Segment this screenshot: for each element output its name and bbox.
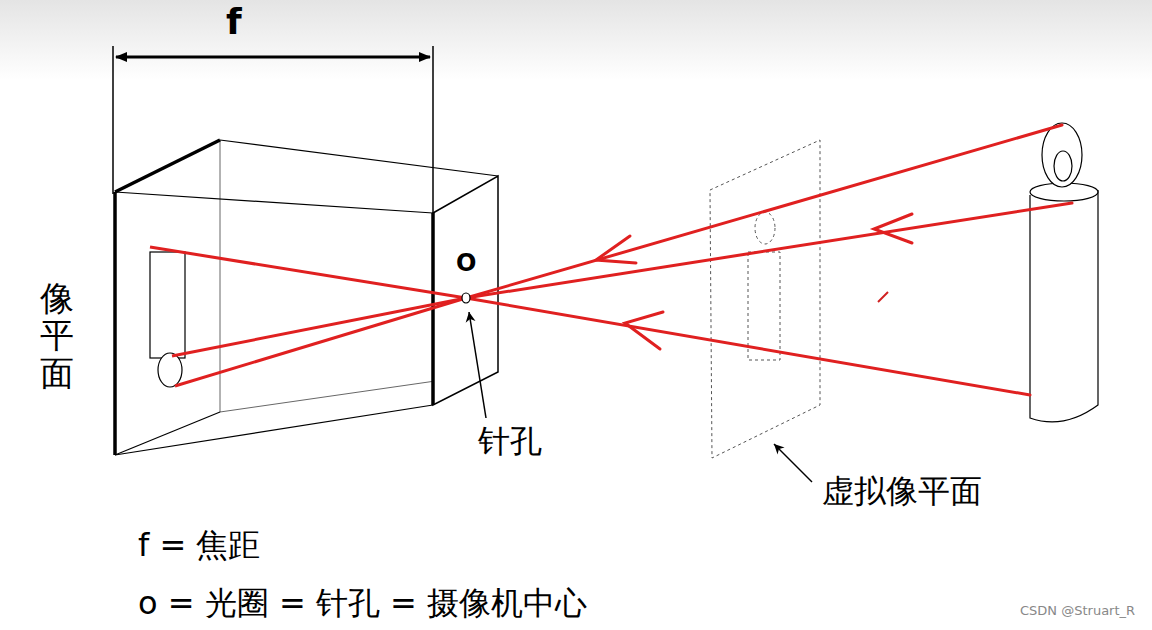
focal-length-symbol: f bbox=[226, 2, 242, 42]
image-plane-label: 像平面 bbox=[40, 280, 74, 392]
focal-length-legend: f = 焦距 bbox=[138, 528, 260, 563]
pinhole-label: 针孔 bbox=[478, 424, 542, 459]
aperture-letter: O bbox=[456, 250, 476, 276]
aperture-legend: o = 光圈 = 针孔 = 摄像机中心 bbox=[138, 586, 587, 621]
virtual-plane-label: 虚拟像平面 bbox=[822, 474, 982, 509]
watermark: CSDN @Struart_R bbox=[1020, 604, 1135, 618]
